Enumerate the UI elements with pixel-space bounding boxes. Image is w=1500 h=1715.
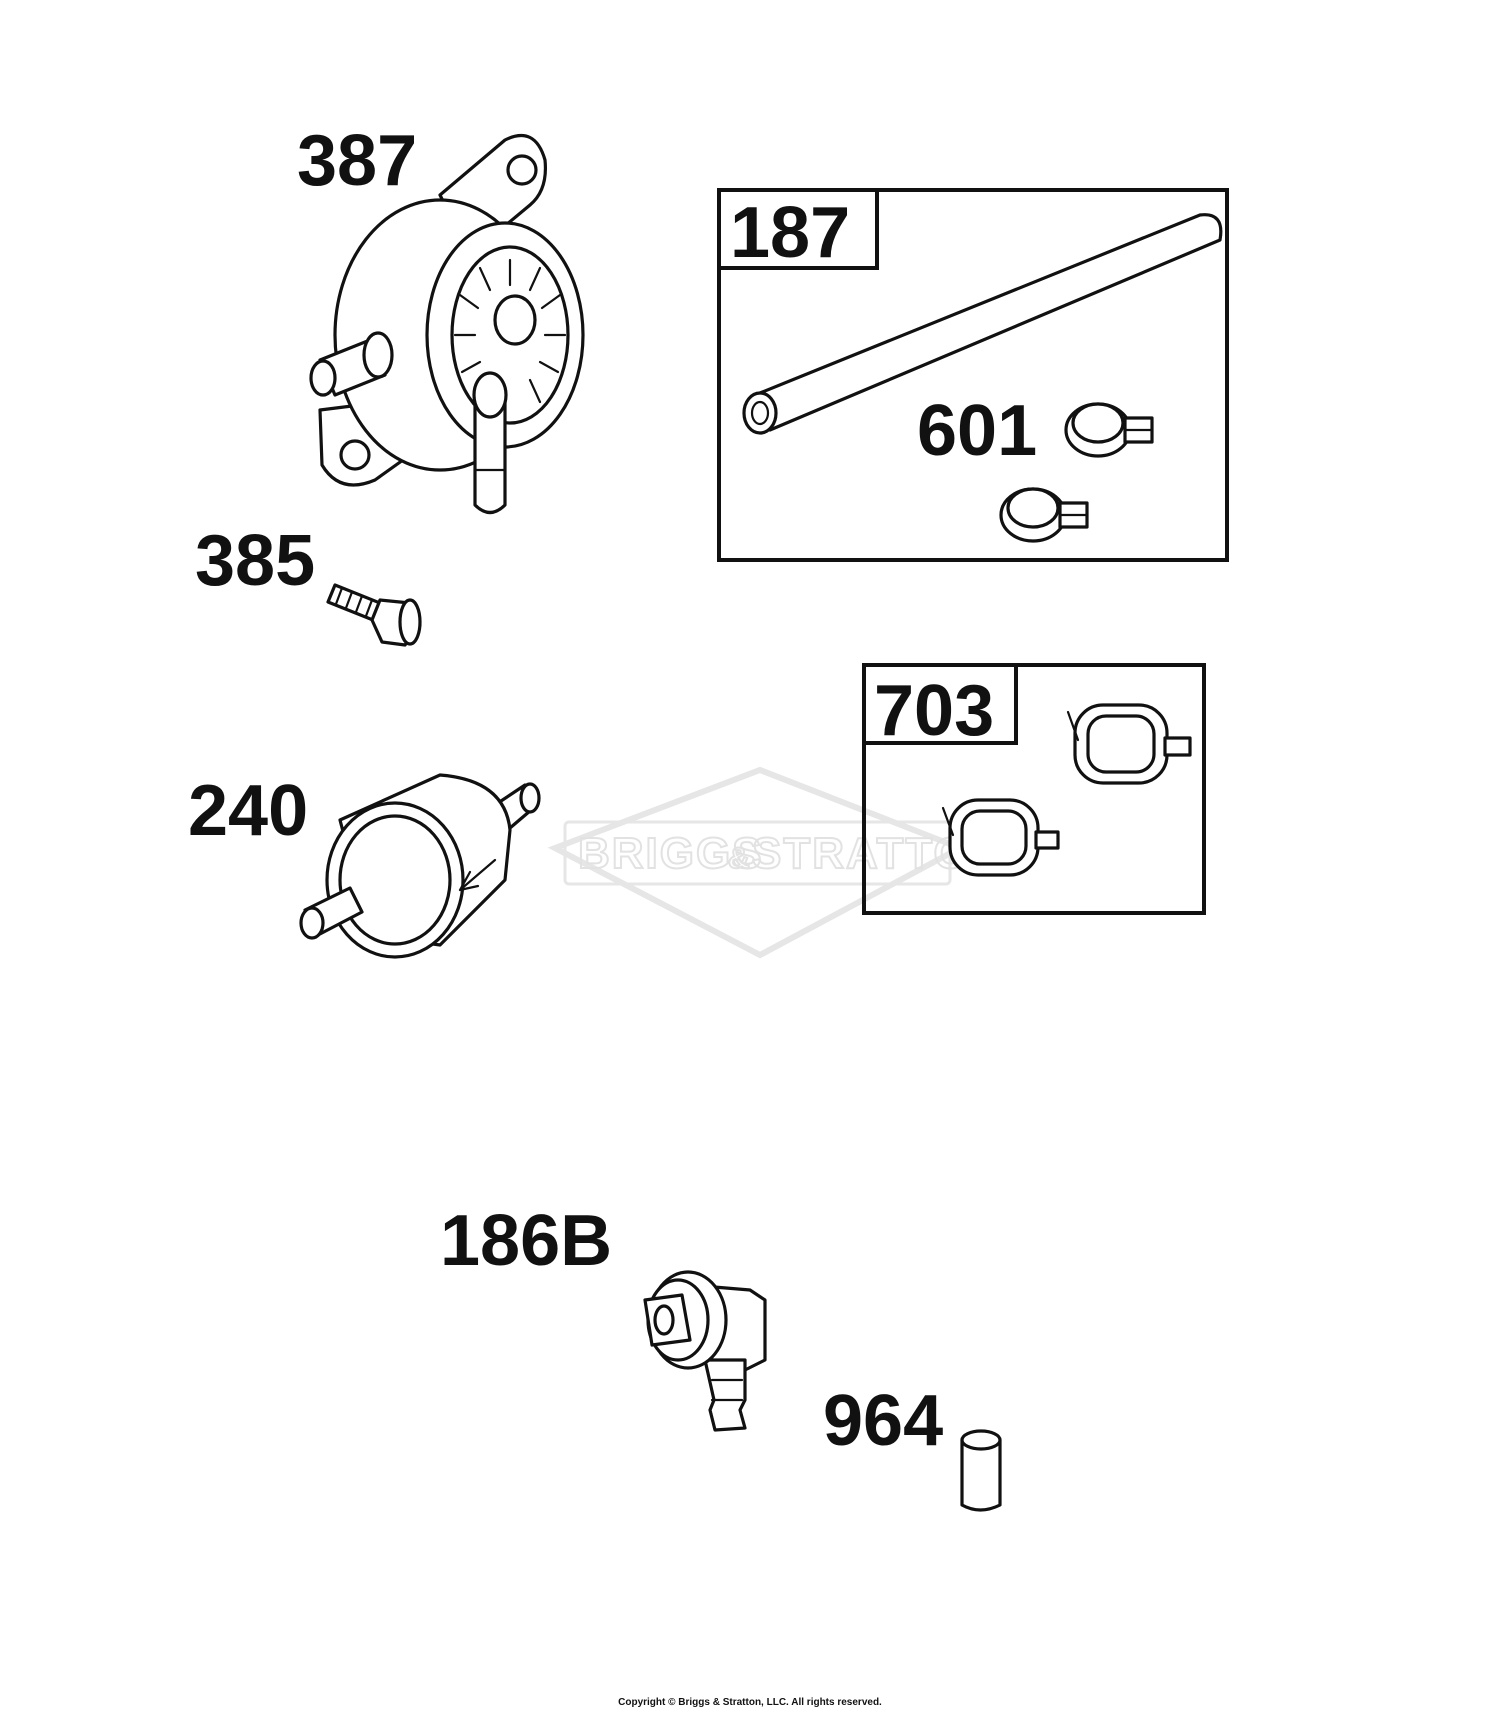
copyright-notice: Copyright © Briggs & Stratton, LLC. All …: [618, 1697, 882, 1708]
callout-385: 385: [195, 521, 315, 601]
watermark-amp: &: [728, 842, 752, 875]
callout-187: 187: [730, 193, 850, 273]
callout-964: 964: [823, 1381, 943, 1461]
kit-box-703: [862, 663, 1206, 915]
shutoff-valve-186b[interactable]: [643, 1270, 767, 1432]
clamp-kit-703[interactable]: [862, 663, 1206, 915]
callout-387: 387: [297, 121, 417, 201]
callout-703: 703: [874, 671, 994, 751]
fuel-pump-387[interactable]: [309, 134, 585, 515]
hose-clamp-601[interactable]: [1064, 402, 1154, 458]
hose-clamp-601-second[interactable]: [999, 487, 1089, 543]
kit-box-187: [717, 188, 1229, 562]
kit-label-box-703: [862, 663, 1018, 745]
callout-186b: 186B: [440, 1201, 612, 1281]
watermark-left: BRIGGS: [578, 829, 764, 878]
callout-240: 240: [188, 771, 308, 851]
spacer-964[interactable]: [960, 1429, 1002, 1512]
screw-385[interactable]: [326, 583, 422, 647]
kit-label-box-187: [717, 188, 879, 270]
fuel-line-kit-187[interactable]: [717, 188, 1229, 562]
fuel-filter-240[interactable]: [299, 773, 541, 959]
callout-601: 601: [917, 391, 1037, 471]
briggs-stratton-watermark: BRIGGS & STRATTON: [547, 766, 1002, 959]
